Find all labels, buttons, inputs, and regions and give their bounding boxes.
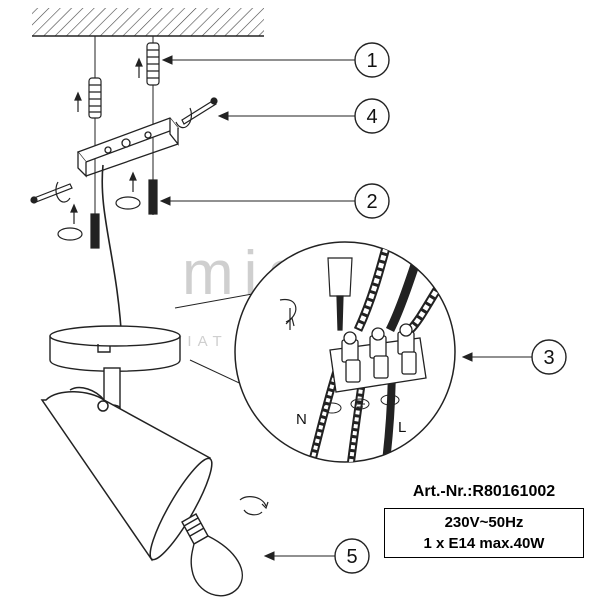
live-wire-label: L [398, 419, 406, 436]
mounting-screw-icon [90, 179, 158, 249]
callout-number: 1 [366, 50, 377, 72]
product-info: Art.-Nr.:R80161002 230V~50Hz 1 x E14 max… [384, 482, 584, 558]
bulb-spec: 1 x E14 max.40W [423, 535, 545, 552]
rotate-arrow-icon [239, 496, 269, 516]
callout-1: 1 [354, 42, 390, 78]
callout-2: 2 [354, 183, 390, 219]
screwdriver-icon [327, 257, 353, 331]
callout-number: 4 [366, 106, 377, 128]
wall-plug-icon [146, 42, 160, 86]
callout-3: 3 [531, 339, 567, 375]
lamp-shade [40, 386, 213, 562]
rotate-arrow-icon [279, 298, 297, 330]
screw-icon [30, 181, 73, 204]
neutral-wire-label: N [296, 411, 307, 428]
terminal-symbols [322, 394, 400, 414]
callout-5: 5 [334, 538, 370, 574]
wall-plug-icon [88, 77, 102, 119]
ceiling [32, 8, 264, 37]
callout-4: 4 [354, 98, 390, 134]
bulb-icon [181, 513, 243, 597]
arrow-up-icon [70, 57, 143, 224]
callout-number: 5 [346, 546, 357, 568]
mounting-bracket [76, 117, 180, 178]
callout-leaders [159, 55, 532, 561]
power-cable [101, 164, 123, 346]
ceiling-canopy [49, 325, 181, 372]
spec-box: 230V~50Hz 1 x E14 max.40W [384, 508, 584, 558]
callout-number: 3 [543, 347, 554, 369]
rotate-arrow-icon [57, 196, 141, 241]
article-number: Art.-Nr.:R80161002 [412, 483, 556, 500]
wiring-detail: N L [234, 241, 456, 463]
screw-icon [175, 97, 218, 129]
voltage-spec: 230V~50Hz [444, 514, 524, 531]
terminal-block [329, 323, 427, 393]
callout-number: 2 [366, 191, 377, 213]
